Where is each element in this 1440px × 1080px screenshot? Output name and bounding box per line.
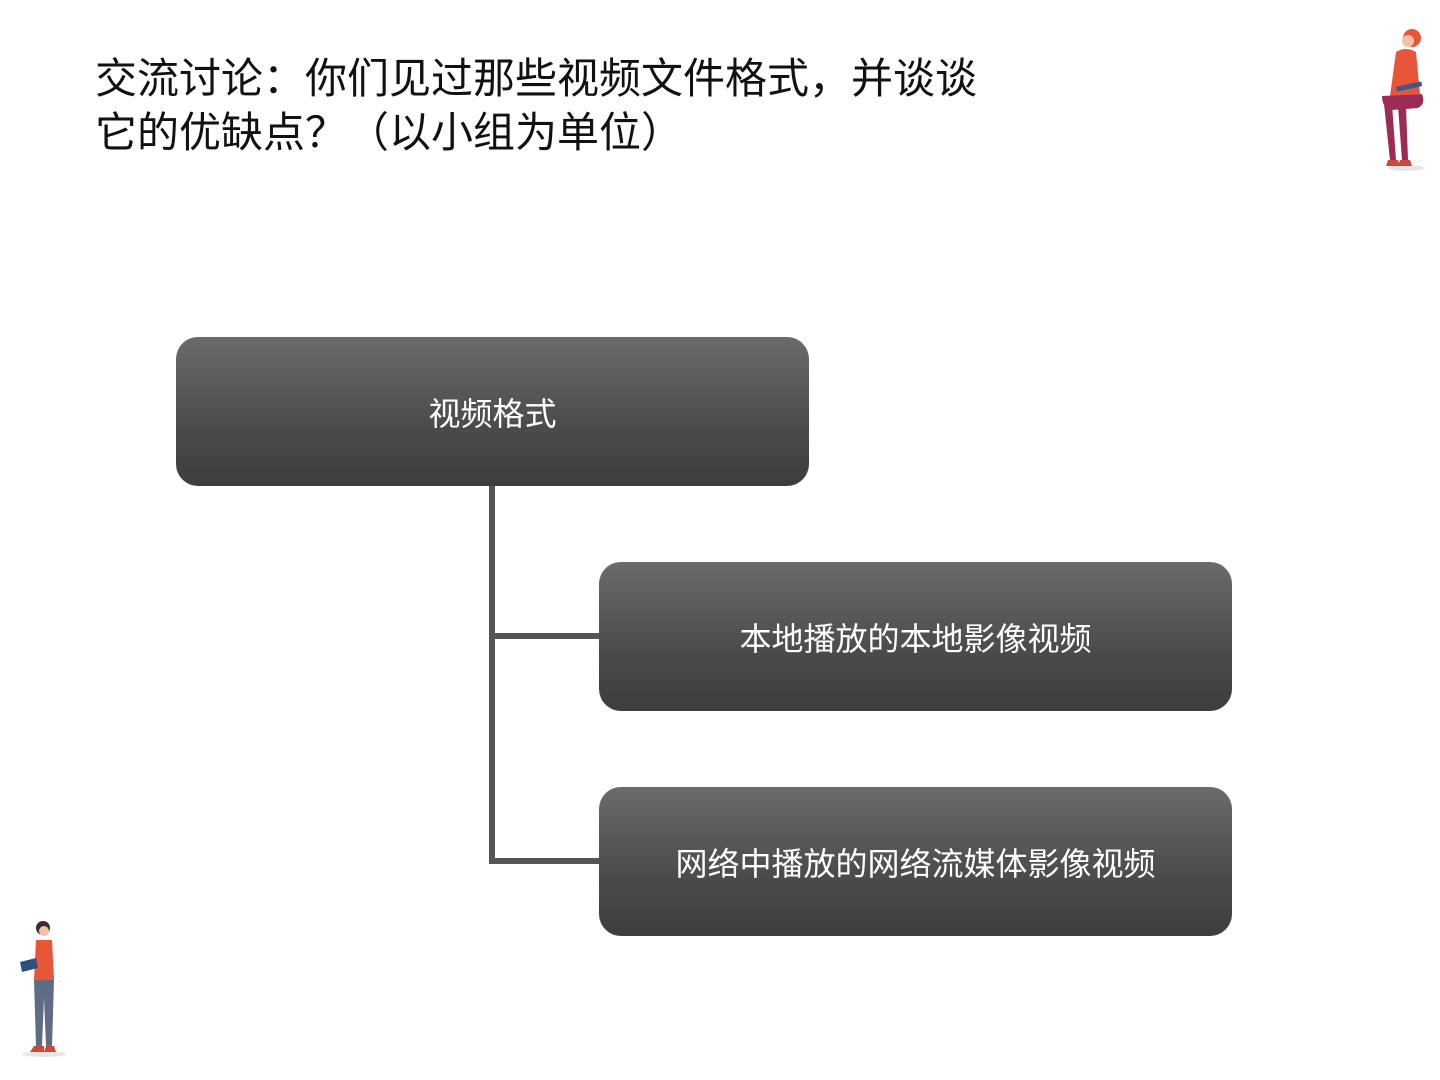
title-line-1: 交流讨论：你们见过那些视频文件格式，并谈谈 [95, 54, 978, 103]
root-node-label: 视频格式 [428, 394, 557, 433]
seated-person-illustration [1382, 29, 1424, 171]
diagram-root-node: 视频格式 [176, 337, 809, 486]
standing-reader-illustration [20, 921, 66, 1057]
child-node-label-network: 网络中播放的网络流媒体影像视频 [675, 844, 1156, 883]
diagram-child-node-network: 网络中播放的网络流媒体影像视频 [599, 787, 1232, 936]
slide-title: 交流讨论：你们见过那些视频文件格式，并谈谈 它的优缺点？（以小组为单位） [95, 52, 1035, 160]
child-node-label-local: 本地播放的本地影像视频 [739, 619, 1092, 658]
diagram-child-node-local: 本地播放的本地影像视频 [599, 562, 1232, 711]
title-line-2: 它的优缺点？（以小组为单位） [95, 108, 684, 157]
